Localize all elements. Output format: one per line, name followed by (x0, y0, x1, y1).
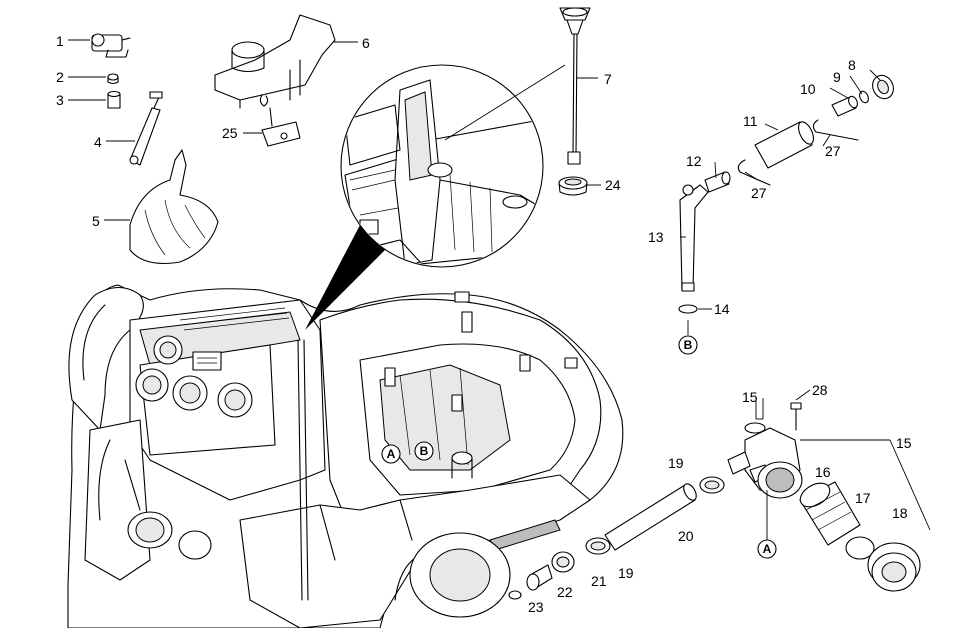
part-16-filter (799, 481, 861, 546)
callout-4: 4 (94, 134, 102, 150)
callout-13: 13 (648, 229, 664, 245)
part-12-fitting (704, 171, 731, 193)
callout-15: 15 (742, 389, 758, 405)
part-27-clip-upper (812, 119, 859, 141)
part-22-fitting (526, 564, 553, 591)
leader-lines (68, 39, 931, 540)
callout-12: 12 (686, 153, 702, 169)
part-17-seal (845, 536, 875, 560)
part-2-ring (107, 73, 119, 85)
callout-17: 17 (855, 490, 871, 506)
callout-25: 25 (222, 125, 238, 141)
part-19-clamp-lower (585, 537, 611, 555)
callout-14: 14 (714, 301, 730, 317)
part-18-cap (867, 542, 921, 592)
callout-28: 28 (812, 382, 828, 398)
callout-5: 5 (92, 213, 100, 229)
part-25-clip (261, 107, 301, 147)
part-11-coupling (754, 121, 814, 169)
callout-22: 22 (557, 584, 573, 600)
part-4-lever (129, 91, 163, 166)
part-28-screw (790, 402, 802, 431)
part-7-lance (559, 7, 591, 165)
callout-18: 18 (892, 505, 908, 521)
svg-text:B: B (684, 338, 693, 352)
callout-21: 21 (591, 573, 607, 589)
callout-19: 19 (618, 565, 634, 581)
ref-marker-b-body: B (414, 441, 434, 461)
part-8-nut (872, 74, 894, 100)
callout-15: 15 (896, 435, 912, 451)
callout-20: 20 (678, 528, 694, 544)
svg-text:A: A (387, 447, 396, 461)
callout-27: 27 (825, 143, 841, 159)
svg-text:B: B (420, 444, 429, 458)
part-9-oring (859, 90, 869, 104)
callout-19: 19 (668, 455, 684, 471)
detail-magnifier (340, 64, 544, 268)
ref-marker-a-valve: A (757, 539, 777, 559)
part-14-oring (678, 304, 698, 314)
part-21-nut (551, 551, 575, 573)
machine-body (67, 284, 624, 628)
part-10-nipple (831, 95, 858, 117)
svg-text:A: A (763, 542, 772, 556)
part-19-clamp-upper (699, 476, 725, 494)
part-24-cap (558, 176, 588, 196)
ref-marker-b-pipe: B (678, 335, 698, 355)
part-15-valve-housing (727, 422, 803, 499)
callout-23: 23 (528, 599, 544, 615)
part-20-hose (604, 483, 697, 551)
callout-1: 1 (56, 33, 64, 49)
callout-6: 6 (362, 35, 370, 51)
detail-pointer-line (444, 64, 566, 141)
part-1-clamp (91, 33, 131, 58)
part-13-pipe (679, 184, 709, 292)
part-5-hood (129, 149, 219, 265)
callout-3: 3 (56, 92, 64, 108)
detail-zoom-wedge (305, 225, 385, 330)
callout-9: 9 (833, 69, 841, 85)
part-6-cover (214, 14, 336, 109)
callout-7: 7 (604, 71, 612, 87)
callout-11: 11 (743, 113, 758, 129)
part-23-oring (508, 590, 522, 600)
part-3-sleeve (107, 90, 121, 109)
part-27-clip-lower (737, 159, 771, 186)
callout-2: 2 (56, 69, 64, 85)
callout-10: 10 (800, 81, 816, 97)
callout-27: 27 (751, 185, 767, 201)
ref-marker-a-body: A (381, 444, 401, 464)
callout-24: 24 (605, 177, 621, 193)
callout-16: 16 (815, 464, 831, 480)
callout-8: 8 (848, 57, 856, 73)
